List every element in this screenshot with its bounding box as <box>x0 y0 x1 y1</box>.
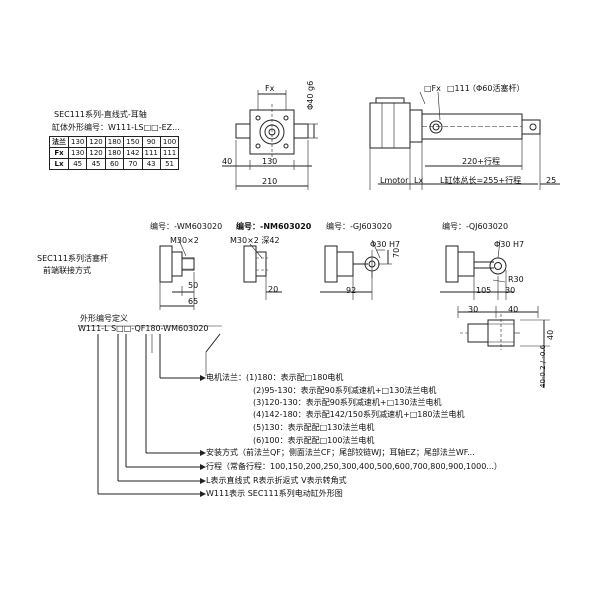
dim-fx-square: □Fx <box>424 84 441 93</box>
dim-lmotor: Lmotor <box>380 176 409 185</box>
dim-50: 50 <box>188 281 199 290</box>
dim-total-length: L缸体总长=255+行程 <box>440 176 522 185</box>
flange-table: 法兰 130 120 180 150 90 100 Fx 130 120 180… <box>49 136 180 170</box>
dim-30-qj: 30 <box>505 286 516 295</box>
table-row: Fx 130 120 180 142 111 111 <box>49 147 180 159</box>
dim-70: 70 <box>392 247 401 258</box>
bracket-dim-40-side: 40 <box>546 329 555 340</box>
leader-arrows <box>200 375 206 497</box>
flange-option: (3)120-130：表示配90系列减速机+□130法兰电机 <box>253 398 442 407</box>
side-view-drawing <box>369 91 560 190</box>
rod-end-nm-drawing <box>243 243 282 300</box>
type-line: L表示直线式 R表示折返式 V表示转角式 <box>206 476 347 485</box>
rod-end-code-qj: 编号：-QJ603020 <box>442 222 509 231</box>
row-label: Fx <box>49 147 69 159</box>
table-cell: 142 <box>123 147 143 159</box>
table-row: Lx 45 45 60 70 43 51 <box>49 158 180 170</box>
mount-type-line: 安装方式（前法兰QF；侧面法兰CF；尾部铰链WJ；耳轴EZ；尾部法兰WF... <box>206 448 475 457</box>
table-cell: 43 <box>141 158 161 170</box>
series-title: SEC111系列-直线式-耳轴 <box>54 110 147 119</box>
rod-end-pin-qj: Φ30 H7 <box>494 240 525 249</box>
piston-rod-note: （Φ60活塞杆） <box>468 84 525 93</box>
table-cell: 111 <box>141 147 161 159</box>
rod-end-wm-drawing <box>159 237 195 310</box>
table-cell: 180 <box>104 136 125 148</box>
table-cell: 130 <box>67 147 88 159</box>
row-label: 法兰 <box>49 136 69 148</box>
dim-220-stroke: 220+行程 <box>462 157 500 166</box>
dim-25: 25 <box>546 176 557 185</box>
table-cell: 130 <box>67 136 88 148</box>
table-cell: 90 <box>141 136 161 148</box>
table-cell: 180 <box>104 147 125 159</box>
dim-lx: Lx <box>414 176 424 185</box>
definition-title: 外形编号定义 <box>80 314 128 323</box>
series-line: W111表示 SEC111系列电动缸外形图 <box>206 489 343 498</box>
rod-end-code-nm: 编号：-NM603020 <box>236 222 312 231</box>
bracket-dim-40: 40 <box>508 305 519 314</box>
rod-end-thread-nm: M30×2 深42 <box>230 236 280 245</box>
rod-section-title: SEC111系列活塞杆 <box>37 254 108 263</box>
dim-40: 40 <box>222 157 233 166</box>
dim-20: 20 <box>268 285 279 294</box>
table-cell: 70 <box>123 158 143 170</box>
motor-flange-line: 电机法兰：(1)180：表示配□180电机 <box>206 373 344 382</box>
bracket-tolerance: 40-0.2 / -0.6 <box>539 344 547 388</box>
flange-option: (2)95-130：表示配90系列减速机+□130法兰电机 <box>253 386 437 395</box>
bracket-dim-30: 30 <box>468 305 479 314</box>
table-cell: 45 <box>86 158 106 170</box>
table-cell: 120 <box>86 147 106 159</box>
code-definition-leaders <box>78 325 222 495</box>
rod-end-qj-drawing <box>440 239 514 300</box>
table-cell: 100 <box>159 136 180 148</box>
outline-code-label: 缸体外形编号：W111-LS□□-EZ... <box>52 123 180 132</box>
row-label: Lx <box>49 158 69 170</box>
stroke-line: 行程（常备行程：100,150,200,250,300,400,500,600,… <box>206 462 502 471</box>
dim-d40-g6: Φ40 g6 <box>306 80 315 110</box>
rod-end-thread-wm: M30×2 <box>170 236 199 245</box>
bracket-drawing <box>457 306 550 388</box>
rod-end-gj-drawing <box>320 239 392 300</box>
dim-210: 210 <box>262 177 278 186</box>
dim-r30: R30 <box>508 275 524 284</box>
dim-fx: Fx <box>265 84 275 93</box>
table-row: 法兰 130 120 180 150 90 100 <box>49 136 180 148</box>
dim-111-square: □111 <box>447 84 470 93</box>
rod-end-pin-gj: Φ30 H7 <box>370 240 401 249</box>
flange-option: (5)130：表示配配□130法兰电机 <box>253 423 375 432</box>
table-cell: 150 <box>123 136 143 148</box>
rod-section-subtitle: 前端联接方式 <box>43 266 91 275</box>
end-view-drawing <box>222 90 318 190</box>
rod-end-code-gj: 编号：-GJ603020 <box>326 222 392 231</box>
dim-105: 105 <box>476 286 492 295</box>
dim-65: 65 <box>188 297 199 306</box>
table-cell: 45 <box>67 158 88 170</box>
table-cell: 60 <box>104 158 125 170</box>
table-cell: 111 <box>159 147 180 159</box>
table-cell: 120 <box>86 136 106 148</box>
dim-92: 92 <box>346 286 357 295</box>
flange-option: (4)142-180：表示配142/150系列减速机+□180法兰电机 <box>253 410 465 419</box>
rod-end-code-wm: 编号：-WM603020 <box>150 222 223 231</box>
definition-code: W111-L S□□-QF180-WM603020 <box>78 324 209 333</box>
dim-130: 130 <box>262 157 278 166</box>
table-cell: 51 <box>159 158 180 170</box>
flange-option: (6)100：表示配配□100法兰电机 <box>253 436 375 445</box>
